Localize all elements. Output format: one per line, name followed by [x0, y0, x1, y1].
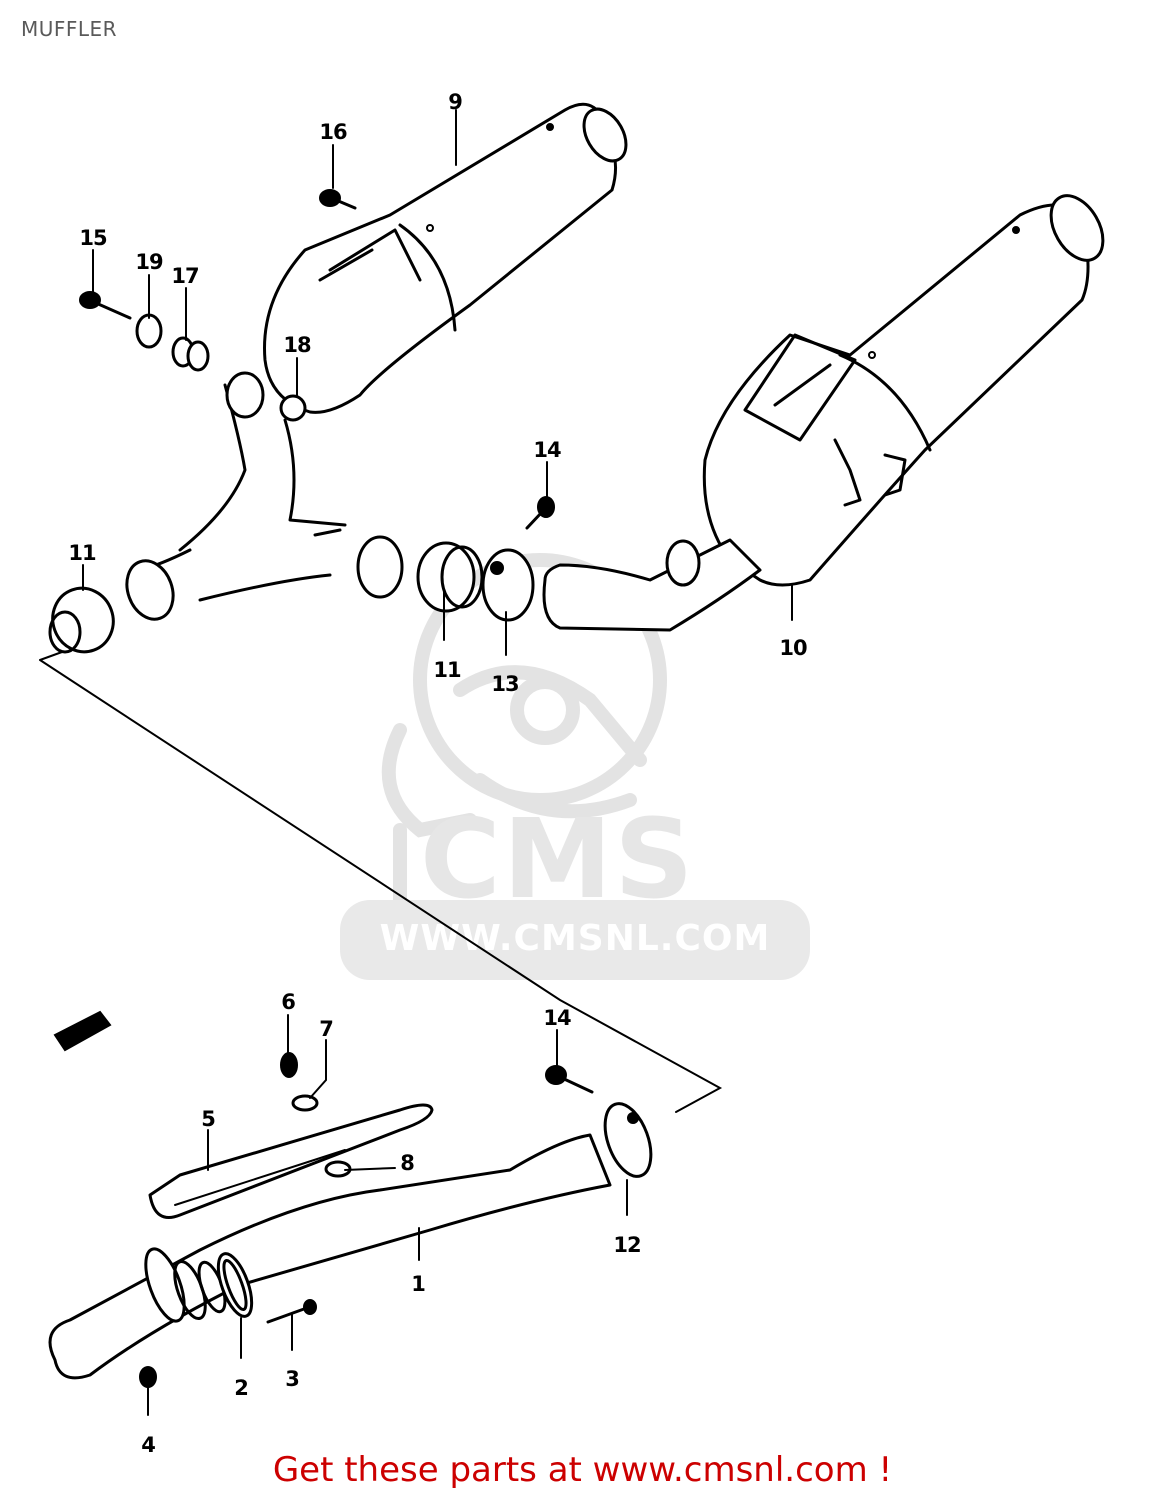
part-label-8[interactable]: 8: [400, 1151, 415, 1175]
part-label-4[interactable]: 4: [141, 1433, 156, 1457]
connecting-pipe[interactable]: [542, 538, 762, 632]
part-label-11-center[interactable]: 11: [433, 658, 461, 682]
bolt-part-14-lower[interactable]: [545, 1065, 594, 1094]
washer-part-7[interactable]: [291, 1094, 319, 1112]
watermark-url-box: [340, 900, 810, 980]
exhaust-pipe-part-1[interactable]: [48, 1133, 612, 1380]
clamp-part-12[interactable]: [596, 1097, 660, 1182]
part-label-14-upper[interactable]: 14: [533, 438, 561, 462]
heat-shield-part-5[interactable]: [148, 1103, 434, 1219]
part-label-10[interactable]: 10: [779, 636, 807, 660]
part-label-16[interactable]: 16: [319, 120, 347, 144]
washer-part-19[interactable]: [135, 313, 163, 349]
nut-part-4[interactable]: [139, 1366, 157, 1388]
part-label-17[interactable]: 17: [171, 264, 199, 288]
leader-lines: [82, 109, 793, 1416]
page-title: MUFFLER: [21, 17, 118, 41]
part-label-11-left[interactable]: 11: [68, 541, 96, 565]
part-label-14-lower[interactable]: 14: [543, 1006, 571, 1030]
part-label-9[interactable]: 9: [448, 90, 463, 114]
get-parts-link[interactable]: Get these parts at www.cmsnl.com !: [0, 1450, 1153, 1490]
get-parts-link-text[interactable]: Get these parts at www.cmsnl.com !: [272, 1450, 893, 1490]
sleeve-center-part-11[interactable]: [416, 541, 484, 613]
part-label-1[interactable]: 1: [411, 1272, 426, 1296]
collar-part-18[interactable]: [279, 394, 307, 422]
part-label-3[interactable]: 3: [285, 1367, 300, 1391]
part-label-18[interactable]: 18: [283, 333, 311, 357]
assembly-line: [39, 651, 723, 1113]
part-label-6[interactable]: 6: [281, 990, 296, 1014]
part-label-15[interactable]: 15: [79, 226, 107, 250]
bolt-part-14-upper[interactable]: [525, 496, 555, 530]
gasket-part-2[interactable]: [211, 1250, 258, 1321]
muffler-upper-part-9[interactable]: [263, 102, 635, 414]
clamp-part-13[interactable]: [481, 548, 535, 622]
bolt-part-16[interactable]: [319, 189, 357, 210]
part-label-19[interactable]: 19: [135, 250, 163, 274]
bolt-part-15[interactable]: [79, 291, 132, 320]
grommet-part-17[interactable]: [171, 336, 210, 372]
bolt-part-6[interactable]: [280, 1052, 298, 1078]
small-bolt-detail: [53, 1010, 112, 1052]
part-label-2[interactable]: 2: [234, 1376, 249, 1400]
part-label-5[interactable]: 5: [201, 1107, 216, 1131]
part-label-13[interactable]: 13: [491, 672, 519, 696]
sleeve-left-part-11[interactable]: [44, 580, 122, 661]
part-label-12[interactable]: 12: [613, 1233, 641, 1257]
y-pipe[interactable]: [119, 371, 404, 626]
part-label-7[interactable]: 7: [319, 1017, 334, 1041]
muffler-lower-part-10[interactable]: [702, 187, 1113, 587]
